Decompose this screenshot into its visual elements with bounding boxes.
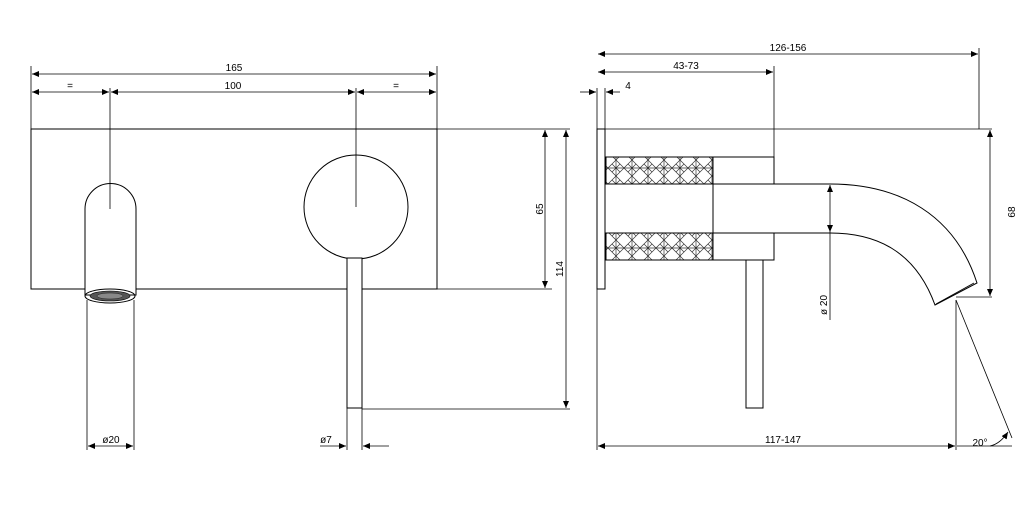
front-mixer-handle bbox=[303, 88, 409, 450]
dim-equal-right: = bbox=[393, 81, 399, 92]
front-wall-plate bbox=[30, 128, 438, 290]
dim-plate-height: 65 bbox=[535, 203, 546, 215]
side-lever bbox=[745, 259, 764, 409]
dim-spout-height: 68 bbox=[1007, 206, 1018, 218]
dim-overall-height: 114 bbox=[555, 261, 566, 277]
side-spout bbox=[712, 183, 978, 306]
front-view: 165 = 100 = 65 114 ø20 ø7 bbox=[30, 63, 570, 450]
dim-lever-diameter: ø7 bbox=[320, 435, 332, 446]
dim-equal-left: = bbox=[67, 81, 73, 92]
dim-angle: 20° bbox=[972, 438, 987, 449]
dim-spout-reach: 117-147 bbox=[765, 435, 801, 446]
front-spout bbox=[84, 88, 137, 450]
dim-spout-diameter: ø20 bbox=[102, 435, 120, 446]
knurled-body-upper bbox=[605, 156, 714, 185]
dim-total-width: 165 bbox=[226, 63, 243, 74]
knurled-body-lower bbox=[605, 232, 714, 261]
dim-plate-thickness: 4 bbox=[625, 81, 631, 92]
dim-total-projection: 126-156 bbox=[770, 43, 807, 54]
dim-side-spout-diameter: ø 20 bbox=[819, 295, 830, 315]
dim-center-distance: 100 bbox=[225, 81, 242, 92]
side-view: 126-156 43-73 4 68 ø 20 117-147 20° bbox=[580, 43, 1018, 450]
side-wall-plate bbox=[596, 128, 606, 290]
dim-body-projection: 43-73 bbox=[673, 61, 699, 72]
